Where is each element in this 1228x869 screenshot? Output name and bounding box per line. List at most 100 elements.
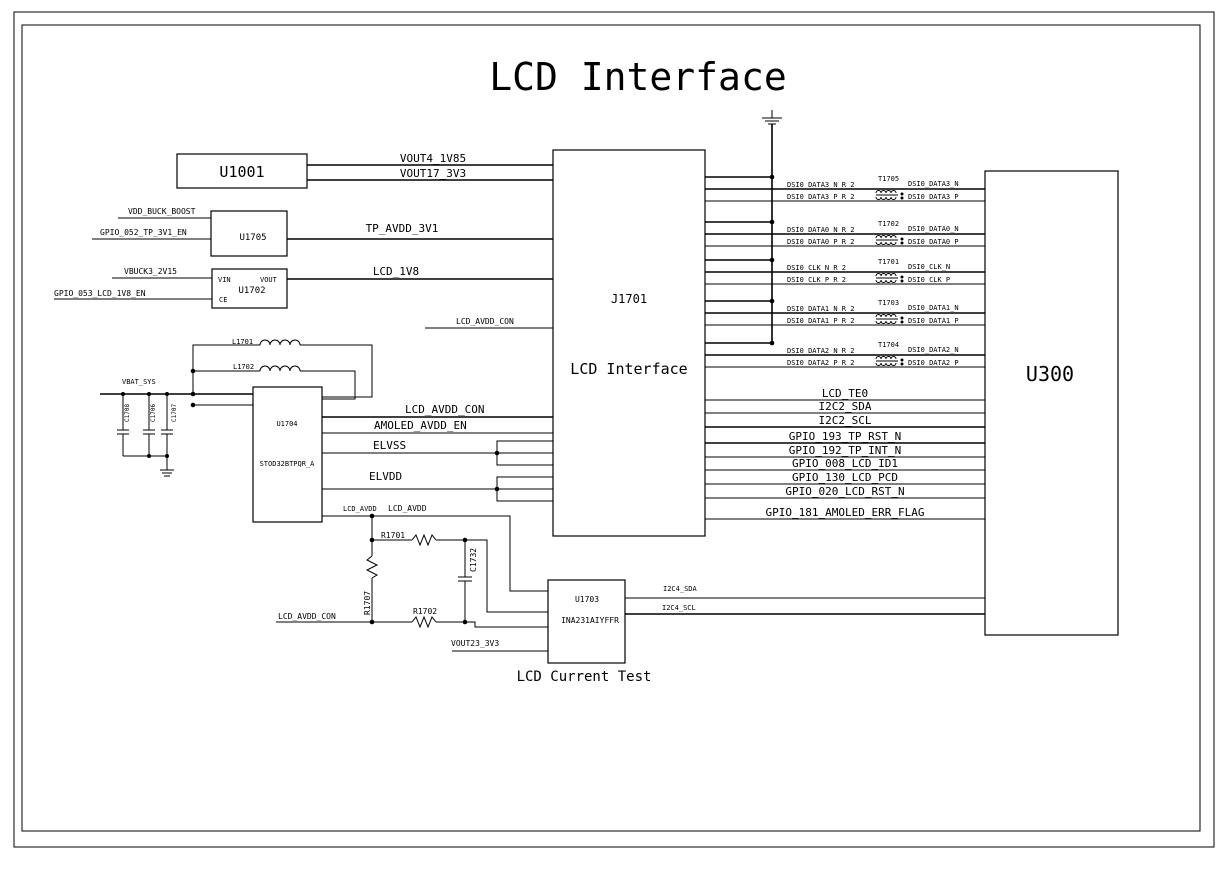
wire-l1701-right xyxy=(300,344,373,398)
j1701-desc: LCD Interface xyxy=(570,360,687,378)
dsi-pair: DSI0_DATA2_N_R_2DSI0_DATA2_P_R_2DSI0_DAT… xyxy=(705,340,985,368)
dsi-left-n: DSI0_DATA2_N_R_2 xyxy=(787,347,854,355)
u1703-part: INA231AIYFFR xyxy=(561,616,619,625)
dsi-right-p: DSI0_CLK_P xyxy=(908,276,950,284)
dsi-left-n: DSI0_DATA0_N_R_2 xyxy=(787,226,854,234)
signal-label: I2C2_SDA xyxy=(819,400,872,413)
choke-label: T1705 xyxy=(878,175,899,183)
signal-label: GPIO_192_TP_INT_N xyxy=(789,444,902,457)
net-gpio052: GPIO_052_TP_3V1_EN xyxy=(100,228,187,237)
current-test-caption: LCD Current Test xyxy=(517,669,652,685)
label-r1707: R1707 xyxy=(363,591,372,615)
wire-l1701-left xyxy=(192,344,260,394)
label-r1702: R1702 xyxy=(413,607,437,616)
net-i2c4-scl: I2C4_SCL xyxy=(662,604,696,612)
wire-lcd-avdd xyxy=(322,515,548,592)
junction xyxy=(190,368,196,374)
junction xyxy=(494,486,500,492)
sense-network xyxy=(276,513,548,629)
label-c1707: C1707 xyxy=(171,404,178,422)
dsi-left-p: DSI0_DATA0_P_R_2 xyxy=(787,238,854,246)
inner-frame xyxy=(21,24,1201,832)
u1702-block xyxy=(211,268,288,309)
u1704-part: STOD32BTPQR_A xyxy=(260,460,316,468)
dsi-right-p: DSI0_DATA1_P xyxy=(908,317,959,325)
u300-label: U300 xyxy=(1026,362,1074,386)
u1702-vin: VIN xyxy=(218,276,231,284)
label-c1708: C1708 xyxy=(124,404,131,422)
u1702-ce: CE xyxy=(219,296,227,304)
label-c1706: C1706 xyxy=(150,404,157,422)
dsi-left-p: DSI0_DATA1_P_R_2 xyxy=(787,317,854,325)
signal-label: GPIO_181_AMOLED_ERR_FLAG xyxy=(766,506,925,519)
net-elvdd: ELVDD xyxy=(369,470,402,483)
ground-icon xyxy=(762,110,782,343)
u1703-block xyxy=(547,579,626,664)
j1701-label: J1701 xyxy=(611,292,647,306)
junction xyxy=(190,391,196,397)
dsi-right-p: DSI0_DATA2_P xyxy=(908,359,959,367)
dsi-right-n: DSI0_DATA3_N xyxy=(908,180,959,188)
signal-label: GPIO_020_LCD_RST_N xyxy=(785,485,904,498)
net-vdd-buck-boost: VDD_BUCK_BOOST xyxy=(128,207,196,216)
wire-l1702-right xyxy=(300,370,356,400)
dsi-left-n: DSI0_DATA3_N_R_2 xyxy=(787,181,854,189)
junction xyxy=(769,174,775,180)
dsi-right-p: DSI0_DATA3_P xyxy=(908,193,959,201)
signal-label: GPIO_130_LCD_PCD xyxy=(792,471,898,484)
net-gpio053: GPIO_053_LCD_1V8_EN xyxy=(54,289,146,298)
inductor-l1701 xyxy=(259,339,301,346)
net-lcd-1v8: LCD_1V8 xyxy=(373,265,419,278)
dsi-left-n: DSI0_DATA1_N_R_2 xyxy=(787,305,854,313)
signal-label: I2C2_SCL xyxy=(819,414,872,427)
dsi-left-n: DSI0_CLK_N_R_2 xyxy=(787,264,846,272)
label-l1702: L1702 xyxy=(233,363,254,371)
dsi-left-p: DSI0_CLK_P_R_2 xyxy=(787,276,846,284)
net-vbuck3: VBUCK3_2V15 xyxy=(124,267,177,276)
junction xyxy=(769,340,775,346)
signal-label: LCD_TE0 xyxy=(822,387,868,400)
u1704-label: U1704 xyxy=(276,420,297,428)
u1702-label: U1702 xyxy=(238,286,265,296)
dsi-right-n: DSI0_DATA1_N xyxy=(908,304,959,312)
outer-frame xyxy=(13,11,1215,848)
j1701-block xyxy=(552,149,706,537)
signal-label: GPIO_008_LCD_ID1 xyxy=(792,457,898,470)
signal-label: GPIO_193_TP_RST_N xyxy=(789,430,902,443)
net-elvss: ELVSS xyxy=(373,439,406,452)
u1705-label: U1705 xyxy=(239,233,266,243)
capacitor-bank xyxy=(117,392,174,477)
junction xyxy=(769,257,775,263)
net-lcd-avdd-b: LCD_AVDD xyxy=(388,504,427,513)
net-tp-avdd: TP_AVDD_3V1 xyxy=(366,222,439,235)
choke-label: T1702 xyxy=(878,220,899,228)
u300-block xyxy=(984,170,1119,636)
u1705-block xyxy=(210,210,288,257)
u1704-block xyxy=(252,386,323,523)
junction xyxy=(769,298,775,304)
label-l1701: L1701 xyxy=(232,338,253,346)
net-vbat-sys: VBAT_SYS xyxy=(122,378,156,386)
label-r1701: R1701 xyxy=(381,531,405,540)
dsi-lanes: DSI0_DATA3_N_R_2DSI0_DATA3_P_R_2DSI0_DAT… xyxy=(705,174,985,368)
dsi-right-p: DSI0_DATA0_P xyxy=(908,238,959,246)
junction xyxy=(494,450,500,456)
dsi-right-n: DSI0_CLK_N xyxy=(908,263,950,271)
dsi-right-n: DSI0_DATA2_N xyxy=(908,346,959,354)
page-title: LCD Interface xyxy=(489,55,786,99)
u1001-label: U1001 xyxy=(219,163,264,181)
net-lcd-avdd-a: LCD_AVDD xyxy=(343,505,377,513)
junction xyxy=(769,219,775,225)
u1001-block xyxy=(176,153,308,189)
dsi-left-p: DSI0_DATA3_P_R_2 xyxy=(787,193,854,201)
net-lcd-avdd-con-in: LCD_AVDD_CON xyxy=(456,317,514,326)
net-amoled-avdd-en: AMOLED_AVDD_EN xyxy=(374,419,467,432)
u1703-label: U1703 xyxy=(575,595,599,604)
net-lcd-avdd-con: LCD_AVDD_CON xyxy=(405,403,484,416)
inductor-l1702 xyxy=(259,365,301,372)
